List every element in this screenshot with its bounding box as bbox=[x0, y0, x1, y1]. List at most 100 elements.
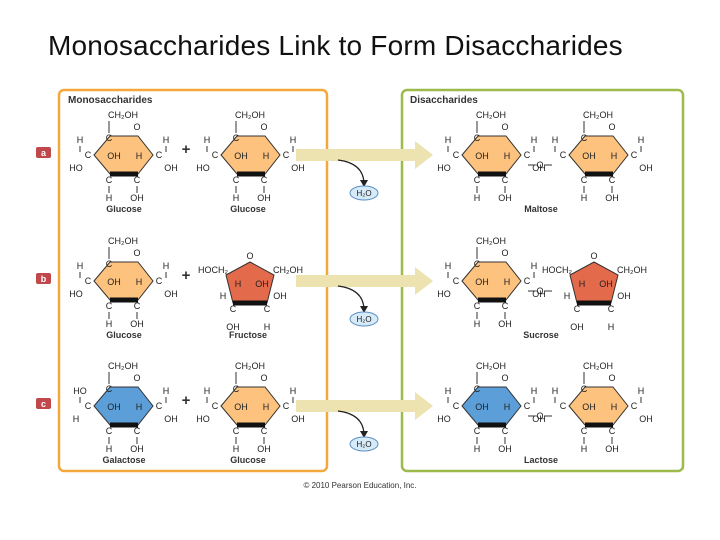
row-b-reactant1-c2: C bbox=[156, 276, 163, 286]
row-a-product-ring1-sub-mr: H bbox=[504, 151, 511, 161]
row-c-reactant2-c5: C bbox=[261, 426, 268, 436]
row-b-reactant1-name: Glucose bbox=[106, 330, 142, 340]
row-b-reactant1-c4: C bbox=[106, 301, 113, 311]
slide-title: Monosaccharides Link to Form Disaccharid… bbox=[48, 30, 623, 61]
row-a-product-ring1-c2: C bbox=[524, 150, 531, 160]
row-b-product-ring1-c1: C bbox=[453, 276, 460, 286]
row-a-reactant2-c2: C bbox=[283, 150, 290, 160]
row-c-reactant2-c2: C bbox=[283, 401, 290, 411]
row-c-product-ring1-ring-oxygen: O bbox=[501, 373, 508, 383]
row-b-reactant1-sub-tr: H bbox=[163, 261, 170, 271]
row-c-product-ring1-sub-ml: OH bbox=[475, 402, 489, 412]
row-a-reactant2-c3: C bbox=[233, 133, 240, 143]
row-c-reactant1-sub-br: OH bbox=[130, 444, 144, 454]
row-a-reactant1-sub-mr: H bbox=[136, 151, 143, 161]
row-c-product-ring1-sub-bl: H bbox=[474, 444, 481, 454]
row-b-product-ring1-sub-tr: H bbox=[531, 261, 538, 271]
row-a-reactant1-ring bbox=[93, 135, 154, 175]
row-a-reactant2-name: Glucose bbox=[230, 204, 266, 214]
row-c-product-ring2-c1: C bbox=[560, 401, 567, 411]
row-a-product-ring1-sub-bl: H bbox=[474, 193, 481, 203]
row-c-badge bbox=[36, 398, 51, 409]
row-a-reactant1-sub-ol: HO bbox=[69, 163, 83, 173]
row-c-product-ring2-ring-oxygen: O bbox=[608, 373, 615, 383]
row-a-reactant2-sub-tl: H bbox=[204, 135, 211, 145]
row-c-product-ring2-ch2oh: CH₂OH bbox=[583, 361, 613, 371]
row-a-reactant1-c3: C bbox=[106, 133, 113, 143]
row-a-water-label: H₂O bbox=[356, 189, 371, 198]
row-a-water-badge bbox=[349, 185, 379, 201]
row-b-plus: + bbox=[182, 267, 191, 284]
row-c-product-ring2-c5: C bbox=[609, 426, 616, 436]
row-a-product-ring1-c1: C bbox=[453, 150, 460, 160]
row-a-product-ring2-c2: C bbox=[631, 150, 638, 160]
row-a-reactant1-c2: C bbox=[156, 150, 163, 160]
row-b-product-ring1-sub-bl: H bbox=[474, 319, 481, 329]
row-a-product-ring2-sub-mr: H bbox=[611, 151, 618, 161]
copyright: © 2010 Pearson Education, Inc. bbox=[303, 481, 417, 490]
row-c-reactant2-sub-tl: H bbox=[204, 386, 211, 396]
row-a-arrow-head bbox=[415, 141, 433, 169]
row-b-reactant1-sub-br: OH bbox=[130, 319, 144, 329]
row-c-product-ring2-sub-tr: H bbox=[638, 386, 645, 396]
row-a-linkage-oxygen: O bbox=[536, 160, 543, 170]
row-b-product-ring2-hoch2: HOCH₂ bbox=[542, 265, 572, 275]
row-c-product-name: Lactose bbox=[524, 455, 558, 465]
row-a-product-ring1-sub-or: OH bbox=[532, 163, 546, 173]
row-b-reactant2-ring bbox=[225, 261, 275, 304]
row-b-arrow-head bbox=[415, 267, 433, 295]
row-c-reactant1-sub-bl: H bbox=[106, 444, 113, 454]
row-c-reactant2-c3: C bbox=[233, 384, 240, 394]
row-c-product-ring1-sub-tl: H bbox=[445, 386, 452, 396]
row-c-product-ring2-c2: C bbox=[631, 401, 638, 411]
row-b-product-ring1-sub-or: OH bbox=[532, 289, 546, 299]
row-b-reactant1-c5: C bbox=[134, 301, 141, 311]
row-a-reactant2-sub-or: OH bbox=[291, 163, 305, 173]
row-b-reactant1-sub-ol: HO bbox=[69, 289, 83, 299]
row-c-product-ring1-c1: C bbox=[453, 401, 460, 411]
row-c-reactant1-sub-mr: H bbox=[136, 402, 143, 412]
row-a-product-ring1-sub-tl: H bbox=[445, 135, 452, 145]
row-b-product-ring1-sub-mr: H bbox=[504, 277, 511, 287]
row-b-product-ring2-c-right: C bbox=[608, 304, 615, 314]
row-a-reactant2-sub-br: OH bbox=[257, 193, 271, 203]
row-b-reactant2-name: Fructose bbox=[229, 330, 267, 340]
row-a-badge-label: a bbox=[41, 148, 47, 158]
row-c-reactant1-c3: C bbox=[106, 384, 113, 394]
row-b-badge-label: b bbox=[41, 274, 47, 284]
row-c-linkage-oxygen: O bbox=[536, 411, 543, 421]
row-c-product-ring1-sub-mr: H bbox=[504, 402, 511, 412]
row-a-reactant1-sub-tl: H bbox=[77, 135, 84, 145]
row-a-product-ring1-ch2oh: CH₂OH bbox=[476, 110, 506, 120]
row-c-product-ring1-sub-tr: H bbox=[531, 386, 538, 396]
row-b-water-label: H₂O bbox=[356, 315, 371, 324]
row-c-reactant2-sub-mr: H bbox=[263, 402, 270, 412]
row-c-reactant1-sub-tr: H bbox=[163, 386, 170, 396]
row-c-product-ring2-c4: C bbox=[581, 426, 588, 436]
row-c-product-ring1-c5: C bbox=[502, 426, 509, 436]
row-c-reactant1-c2: C bbox=[156, 401, 163, 411]
row-c-reactant1-ring bbox=[93, 386, 154, 426]
row-a-reactant2-sub-ol: HO bbox=[196, 163, 210, 173]
row-a-product-ring1-c5: C bbox=[502, 175, 509, 185]
row-c-reactant2-c1: C bbox=[212, 401, 219, 411]
row-a-reactant2-sub-tr: H bbox=[290, 135, 297, 145]
row-a-water-curve bbox=[337, 159, 365, 184]
row-a-product-ring1-sub-tr: H bbox=[531, 135, 538, 145]
row-b-water-badge bbox=[349, 311, 379, 327]
row-b-reactant2-sub-or: OH bbox=[273, 291, 287, 301]
row-a-reactant1-sub-ml: OH bbox=[107, 151, 121, 161]
row-b-reactant1-c1: C bbox=[85, 276, 92, 286]
row-a-water-arrowhead bbox=[360, 180, 368, 187]
row-a-product-ring2-sub-tr: H bbox=[638, 135, 645, 145]
row-b-product-ring1-ring-oxygen: O bbox=[501, 248, 508, 258]
row-a-product-ring1-c4: C bbox=[474, 175, 481, 185]
row-a-product-ring2-c5: C bbox=[609, 175, 616, 185]
row-b-product-ring2-ch2oh: CH₂OH bbox=[617, 265, 647, 275]
row-b-arrow-shaft bbox=[296, 275, 415, 287]
row-c-product-ring1-ring bbox=[461, 386, 522, 426]
row-b-reactant2-ch2oh: CH₂OH bbox=[273, 265, 303, 275]
row-a-reactant1-c1: C bbox=[85, 150, 92, 160]
row-b-reactant2-c-right: C bbox=[264, 304, 271, 314]
